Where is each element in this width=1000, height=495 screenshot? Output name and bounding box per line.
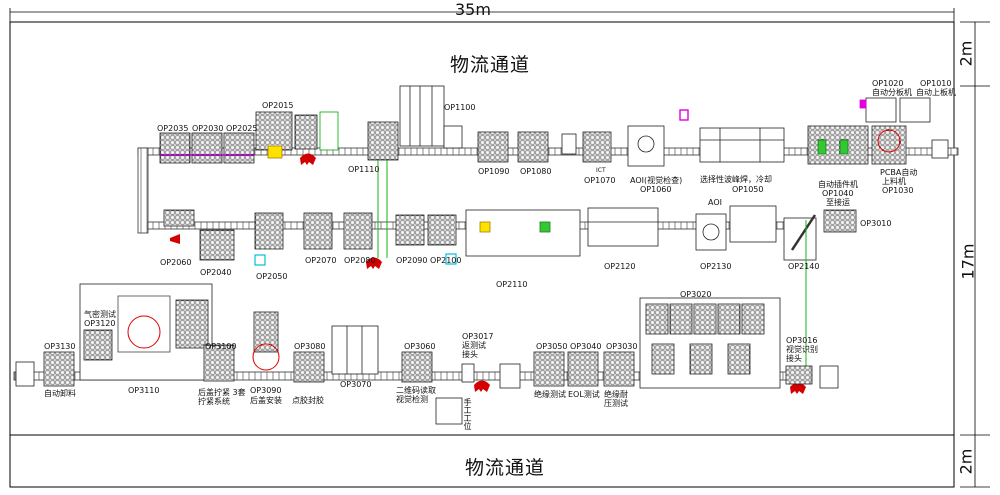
- station-op2080: OP2080: [344, 256, 376, 265]
- note-op3050: 绝缘测试: [534, 390, 566, 399]
- height-dimension: 17m: [958, 243, 978, 280]
- station-op2040: OP2040: [200, 268, 232, 277]
- line1-stations: [159, 85, 949, 167]
- station-op3110: OP3110: [128, 386, 160, 395]
- line3-stations: [15, 283, 839, 425]
- station-op1090: OP1090: [478, 167, 510, 176]
- station-op1080: OP1080: [520, 167, 552, 176]
- note-op3017: 返测试 接头: [462, 341, 486, 359]
- station-op2025: OP2025: [226, 124, 258, 133]
- station-op1010: OP1010: [920, 79, 952, 88]
- station-op2060: OP2060: [160, 258, 192, 267]
- dimension-lines: [9, 8, 990, 488]
- note-aoi2: AOI: [708, 198, 722, 207]
- aisle-bottom-label: 物流通道: [465, 457, 546, 479]
- station-op3030: OP3030: [606, 342, 638, 351]
- station-op1060: OP1060: [640, 185, 672, 194]
- station-op2110: OP2110: [496, 280, 528, 289]
- note-op1050: 选择性波峰焊，冷却: [700, 175, 772, 184]
- note-op1010: 自动上板机: [916, 88, 956, 97]
- station-op2070: OP2070: [305, 256, 337, 265]
- station-op3080: OP3080: [294, 342, 326, 351]
- station-op3060: OP3060: [404, 342, 436, 351]
- station-op1100: OP1100: [444, 103, 476, 112]
- note-op1060: AOI(视觉检查): [630, 176, 683, 185]
- station-op2140: OP2140: [788, 262, 820, 271]
- note-op1070: ICT: [596, 167, 606, 174]
- station-op2050: OP2050: [256, 272, 288, 281]
- station-op3040: OP3040: [570, 342, 602, 351]
- note-op1040a: 自动插件机: [818, 180, 858, 189]
- station-op3020: OP3020: [680, 290, 712, 299]
- note-op3030: 绝缘耐 压测试: [604, 390, 628, 408]
- note-op3016: 视觉识别 接头: [786, 345, 818, 363]
- note-op3100: 后盖拧紧 3套拧紧系统: [198, 388, 246, 406]
- station-op1030: OP1030: [882, 186, 914, 195]
- building-outline: [9, 21, 955, 488]
- station-op2030: OP2030: [192, 124, 224, 133]
- station-op1110: OP1110: [348, 165, 380, 174]
- note-op3090: 后盖安装: [250, 396, 282, 405]
- note-op3040: EOL测试: [568, 390, 600, 399]
- note-op1020: 自动分板机: [872, 88, 912, 97]
- note-op1030a: PCBA自动: [880, 168, 918, 177]
- note-op3130: 自动卸料: [44, 389, 76, 398]
- width-dimension: 35m: [455, 0, 491, 19]
- station-op2035: OP2035: [157, 124, 189, 133]
- note-op3060: 二维码读取 视觉检测: [396, 386, 436, 404]
- station-op2130: OP2130: [700, 262, 732, 271]
- robot-markers: [170, 153, 806, 394]
- station-op1050: OP1050: [732, 185, 764, 194]
- station-op3016: OP3016: [786, 336, 818, 345]
- note-op1040b: 至接运: [826, 198, 850, 207]
- station-op3010: OP3010: [860, 219, 892, 228]
- station-op2120: OP2120: [604, 262, 636, 271]
- aisle-bottom-dimension: 2m: [956, 448, 976, 475]
- aisle-top-dimension: 2m: [956, 40, 976, 67]
- station-op2100: OP2100: [430, 256, 462, 265]
- station-op3017: OP3017: [462, 332, 494, 341]
- station-op2015: OP2015: [262, 101, 294, 110]
- station-op1070: OP1070: [584, 176, 616, 185]
- manual-station-label: 手工工位: [463, 398, 472, 430]
- note-op3120: 气密测试: [84, 310, 116, 319]
- line2-stations: [163, 205, 857, 266]
- station-op3120: OP3120: [84, 319, 116, 328]
- station-op1020: OP1020: [872, 79, 904, 88]
- station-op3100: OP3100: [205, 342, 237, 351]
- station-op1040: OP1040: [822, 189, 854, 198]
- note-op1030b: 上料机: [882, 177, 906, 186]
- station-op3130: OP3130: [44, 342, 76, 351]
- station-op3070: OP3070: [340, 380, 372, 389]
- station-op2090: OP2090: [396, 256, 428, 265]
- station-op3090: OP3090: [250, 386, 282, 395]
- green-wires: [377, 160, 807, 368]
- aisle-top-label: 物流通道: [450, 54, 531, 76]
- note-op3080: 点胶封胶: [292, 396, 324, 405]
- station-op3050: OP3050: [536, 342, 568, 351]
